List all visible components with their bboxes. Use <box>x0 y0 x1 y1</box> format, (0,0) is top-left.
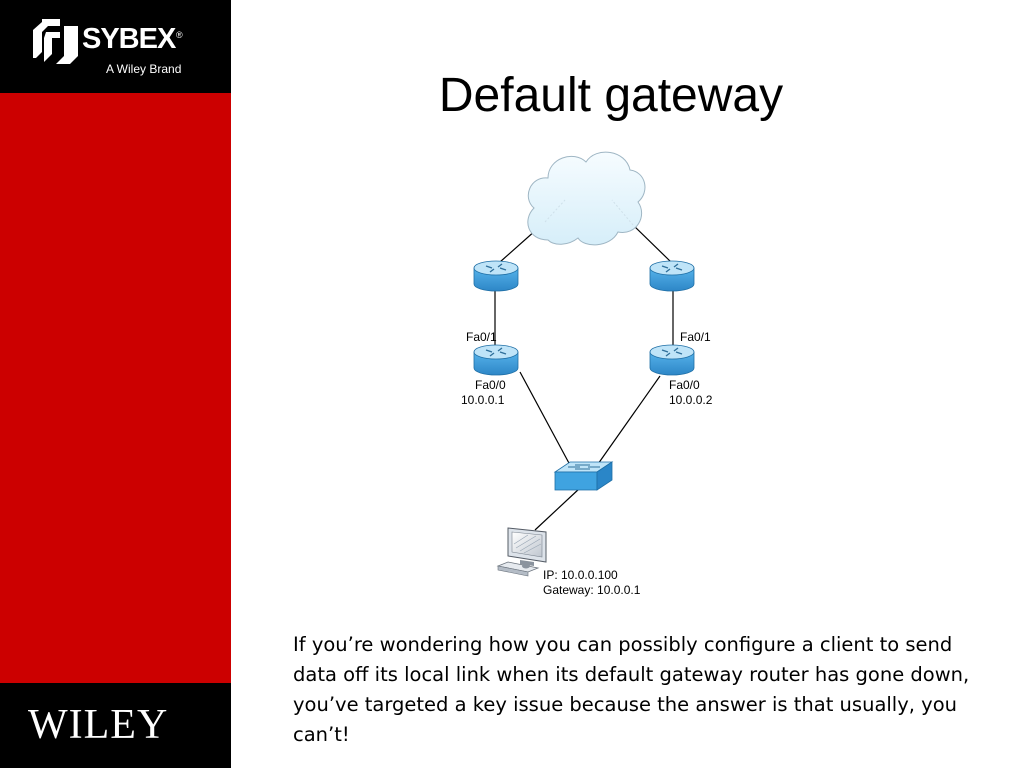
link-cloud-right-router <box>632 224 672 263</box>
switch-icon <box>553 461 614 491</box>
router-icon <box>649 260 695 292</box>
right-router-ip: 10.0.0.2 <box>669 393 713 407</box>
links <box>494 221 674 531</box>
link-right-router-switch <box>597 375 661 465</box>
registered-mark: ® <box>176 30 183 40</box>
router-icon <box>473 260 519 292</box>
network-diagram: Fa0/1 Fa0/1 Fa0/0 10.0.0.1 Fa0/0 10.0.0.… <box>461 151 713 597</box>
router-icon <box>473 344 519 376</box>
slide-body-text: If you’re wondering how you can possibly… <box>293 633 970 746</box>
sidebar <box>0 0 231 768</box>
sybex-banner: SYBEX ® A Wiley Brand <box>0 0 231 93</box>
wiley-wordmark: WILEY <box>28 702 169 748</box>
sybex-wordmark: SYBEX <box>82 23 176 55</box>
sybex-logo-icon <box>33 19 78 64</box>
router-icon <box>649 344 695 376</box>
internet-cloud-icon <box>527 151 646 246</box>
left-router-lower-interface: Fa0/0 <box>475 378 506 392</box>
host-computer-icon <box>496 527 547 577</box>
host-gateway-label: Gateway: 10.0.0.1 <box>543 583 641 597</box>
host-ip-label: IP: 10.0.0.100 <box>543 568 618 582</box>
link-switch-host <box>534 487 581 531</box>
link-left-router-switch <box>519 371 571 466</box>
left-router-upper-interface: Fa0/1 <box>466 330 497 344</box>
slide-title: Default gateway <box>438 69 784 122</box>
sybex-tagline: A Wiley Brand <box>106 62 182 76</box>
right-router-lower-interface: Fa0/0 <box>669 378 700 392</box>
wiley-banner: WILEY <box>0 683 231 768</box>
left-router-ip: 10.0.0.1 <box>461 393 505 407</box>
right-router-upper-interface: Fa0/1 <box>680 330 711 344</box>
